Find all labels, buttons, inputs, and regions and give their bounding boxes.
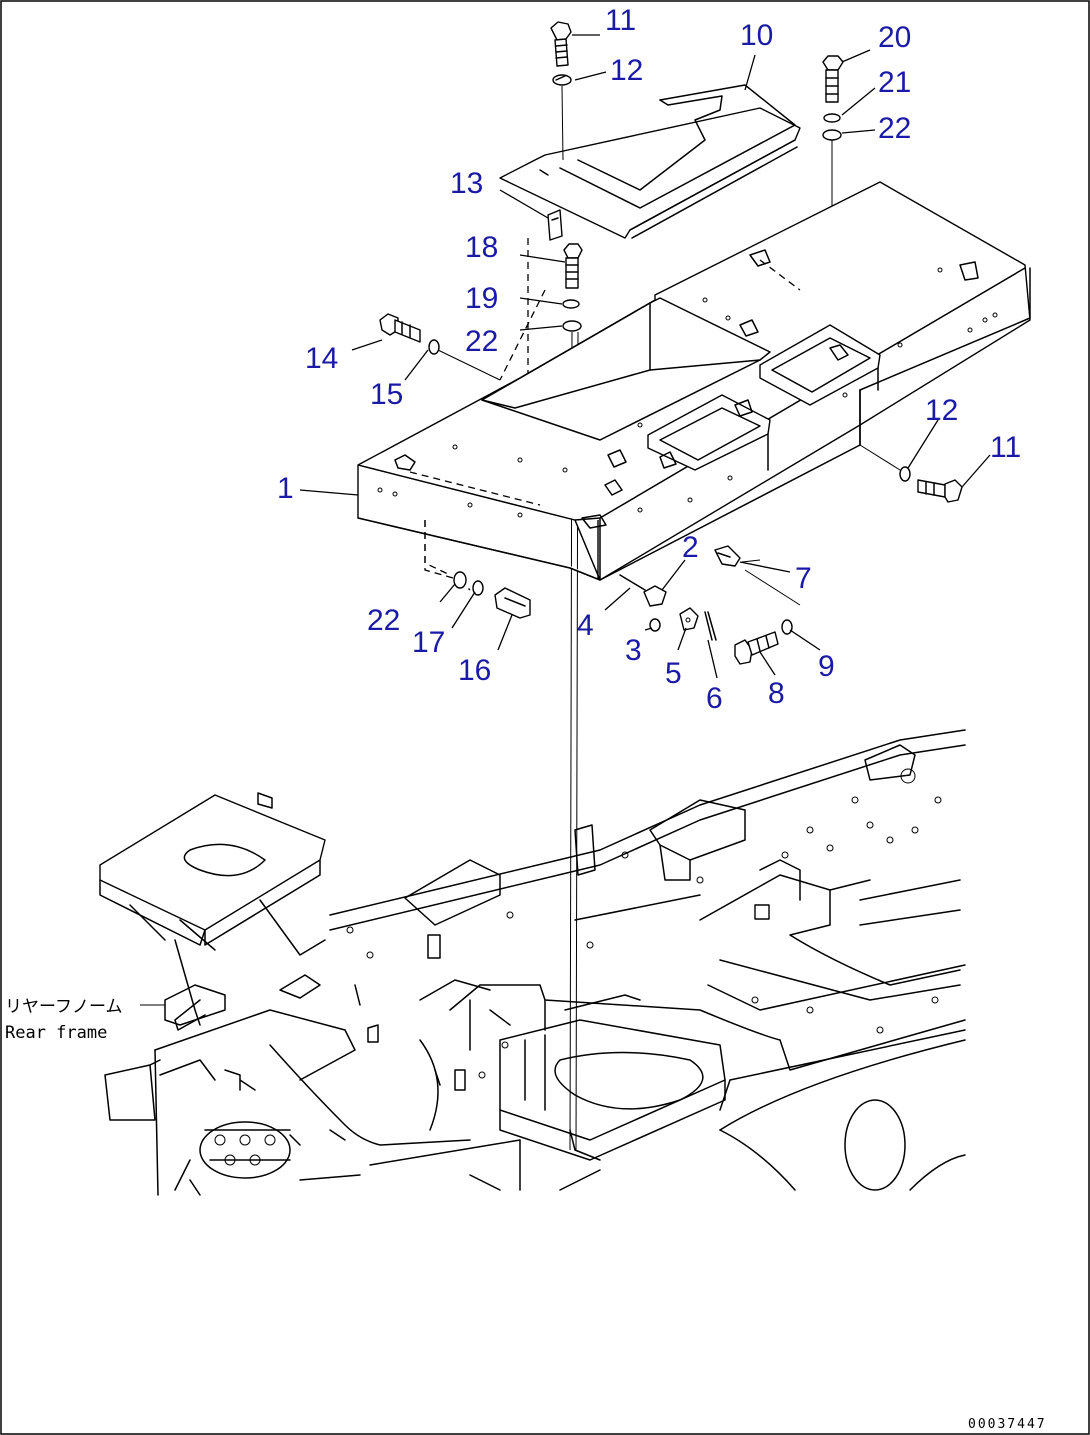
drawing-number: 00037447 [968,1417,1047,1432]
bolt-11-top [550,21,572,67]
callout-6: 6 [706,682,723,715]
callout-12-right: 12 [925,394,958,427]
callout-4: 4 [577,609,594,642]
callout-16: 16 [458,654,491,687]
axis-line-9 [744,569,801,606]
washer-15 [428,339,440,355]
washer-12-right [899,466,911,482]
callout-22-low: 22 [367,604,400,637]
callout-18: 18 [465,231,498,264]
box-1 [357,181,1031,581]
washer-9 [781,619,793,635]
callout-9: 9 [818,650,835,683]
callout-8: 8 [768,677,785,710]
frame-label-en: Rear frame [5,1023,107,1043]
leader-lines [299,34,991,679]
pin-16 [494,587,531,619]
washer-22-low [453,571,467,589]
washer-22-top [822,129,842,141]
callout-12-top: 12 [610,54,643,87]
callout-22-mid: 22 [465,325,498,358]
washer-19 [562,299,580,309]
callout-15: 15 [370,378,403,411]
callout-11-top: 11 [605,4,636,37]
callout-22-top: 22 [878,112,911,145]
washer-21 [823,113,841,123]
callout-20: 20 [878,21,911,54]
axis-line-7 [741,559,761,563]
callout-5: 5 [665,657,682,690]
bolt-20 [822,55,844,103]
bolt-18 [563,243,583,289]
axis-line-11 [561,85,564,161]
washer-22-mid [562,320,582,332]
callout-2: 2 [682,531,699,564]
axis-line-11b [859,444,901,471]
rear-frame [99,729,966,1196]
bolt-11-right [917,479,963,503]
frame-label-jp: リヤーフノーム [5,997,122,1017]
callout-1: 1 [277,472,294,505]
axis-line-14 [437,349,501,381]
callout-3: 3 [625,634,642,667]
callout-10: 10 [740,19,773,52]
bolt-14 [379,313,421,343]
washer-17 [472,580,484,596]
callout-21: 21 [878,66,911,99]
callout-11-right: 11 [990,431,1021,464]
guide-22-low [424,520,451,576]
latch-7 [714,545,741,567]
callout-7: 7 [795,562,812,595]
parts-2-6 [619,574,717,641]
washer-12-top [552,74,572,86]
cover-plate-10 [499,84,801,239]
bracket-13 [547,209,563,241]
callout-17: 17 [412,626,445,659]
callout-19: 19 [465,282,498,315]
callout-14: 14 [305,342,338,375]
callout-13: 13 [450,167,483,200]
bolt-8 [734,631,779,665]
